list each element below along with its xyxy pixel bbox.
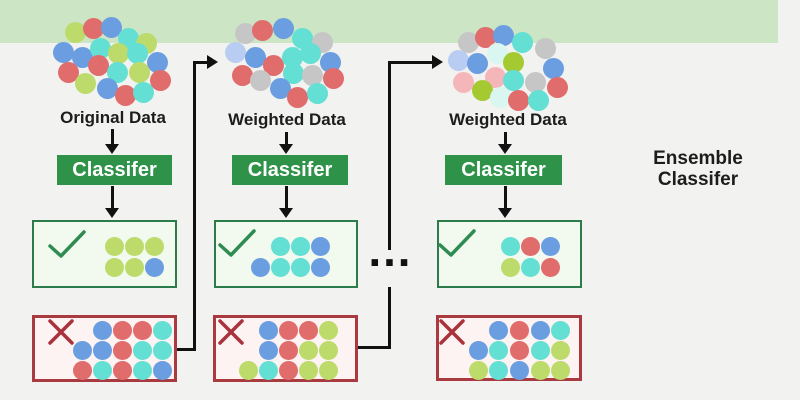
- original-data-label: Original Data: [60, 108, 166, 127]
- data-point-dot: [507, 89, 529, 111]
- checkmark-icon: [218, 229, 256, 257]
- data-point-dot: [306, 82, 328, 104]
- data-point-dot: [286, 86, 308, 108]
- arrow-icon: [390, 61, 432, 64]
- data-point-dot: [96, 77, 118, 99]
- ensemble-classifier-label: Ensemble Classifer: [618, 148, 778, 190]
- arrow-icon: [285, 132, 288, 145]
- x-icon: [439, 319, 465, 345]
- data-point-dot: [114, 84, 136, 106]
- arrow-icon: [177, 348, 195, 351]
- data-point-dot: [249, 69, 271, 91]
- x-icon: [48, 319, 74, 345]
- weighted-data-label-3: Weighted Data: [449, 110, 567, 129]
- data-point-dot: [224, 41, 246, 63]
- arrow-icon: [279, 208, 293, 218]
- data-point-dot: [87, 54, 109, 76]
- x-icon: [218, 319, 244, 345]
- data-point-dot: [282, 62, 304, 84]
- data-point-dot: [132, 81, 154, 103]
- arrow-icon: [498, 144, 512, 154]
- data-point-dot: [524, 71, 546, 93]
- arrow-icon: [111, 129, 114, 145]
- arrow-icon: [193, 61, 196, 351]
- data-point-dot: [299, 42, 321, 64]
- data-point-dot: [486, 42, 508, 64]
- checkmark-icon: [438, 229, 476, 257]
- ellipsis-more-stages: …: [366, 224, 414, 276]
- arrow-icon: [105, 144, 119, 154]
- data-point-dot: [301, 64, 323, 86]
- arrow-icon: [388, 287, 391, 349]
- ensemble-band: [0, 0, 778, 43]
- data-point-dot: [52, 41, 74, 63]
- data-point-dot: [231, 64, 253, 86]
- data-point-dot: [126, 42, 148, 64]
- data-point-dot: [281, 46, 303, 68]
- data-point-dot: [502, 51, 524, 73]
- data-point-dot: [471, 79, 493, 101]
- data-point-dot: [484, 66, 506, 88]
- arrow-icon: [504, 186, 507, 209]
- data-point-dot: [74, 72, 96, 94]
- arrow-icon: [358, 346, 390, 349]
- arrow-icon: [279, 144, 293, 154]
- data-point-dot: [322, 67, 344, 89]
- data-point-dot: [146, 51, 168, 73]
- weighted-data-label-2: Weighted Data: [228, 110, 346, 129]
- data-point-dot: [244, 46, 266, 68]
- ensemble-label-line1: Ensemble: [653, 148, 743, 169]
- data-point-dot: [466, 52, 488, 74]
- data-point-dot: [269, 77, 291, 99]
- data-point-dot: [542, 57, 564, 79]
- data-point-dot: [546, 76, 568, 98]
- data-point-dot: [452, 71, 474, 93]
- data-point-dot: [106, 61, 128, 83]
- data-point-dot: [319, 51, 341, 73]
- arrow-icon: [498, 208, 512, 218]
- classifier-box-1: Classifer: [57, 155, 172, 185]
- data-point-dot: [57, 61, 79, 83]
- classifier-box-2: Classifer: [232, 155, 348, 185]
- data-point-dot: [107, 42, 129, 64]
- data-point-dot: [128, 61, 150, 83]
- classifier-box-3: Classifer: [445, 155, 562, 185]
- arrow-icon: [207, 55, 218, 69]
- arrow-icon: [504, 132, 507, 145]
- checkmark-icon: [48, 230, 86, 258]
- arrow-icon: [388, 61, 391, 250]
- arrow-icon: [285, 186, 288, 209]
- data-point-dot: [262, 54, 284, 76]
- data-point-dot: [489, 86, 511, 108]
- arrow-icon: [432, 55, 443, 69]
- ensemble-label-line2: Classifer: [657, 169, 739, 190]
- data-point-dot: [527, 89, 549, 111]
- arrow-icon: [111, 186, 114, 209]
- arrow-icon: [195, 61, 207, 64]
- data-point-dot: [447, 49, 469, 71]
- data-point-dot: [71, 46, 93, 68]
- data-point-dot: [149, 69, 171, 91]
- data-point-dot: [502, 69, 524, 91]
- arrow-icon: [105, 208, 119, 218]
